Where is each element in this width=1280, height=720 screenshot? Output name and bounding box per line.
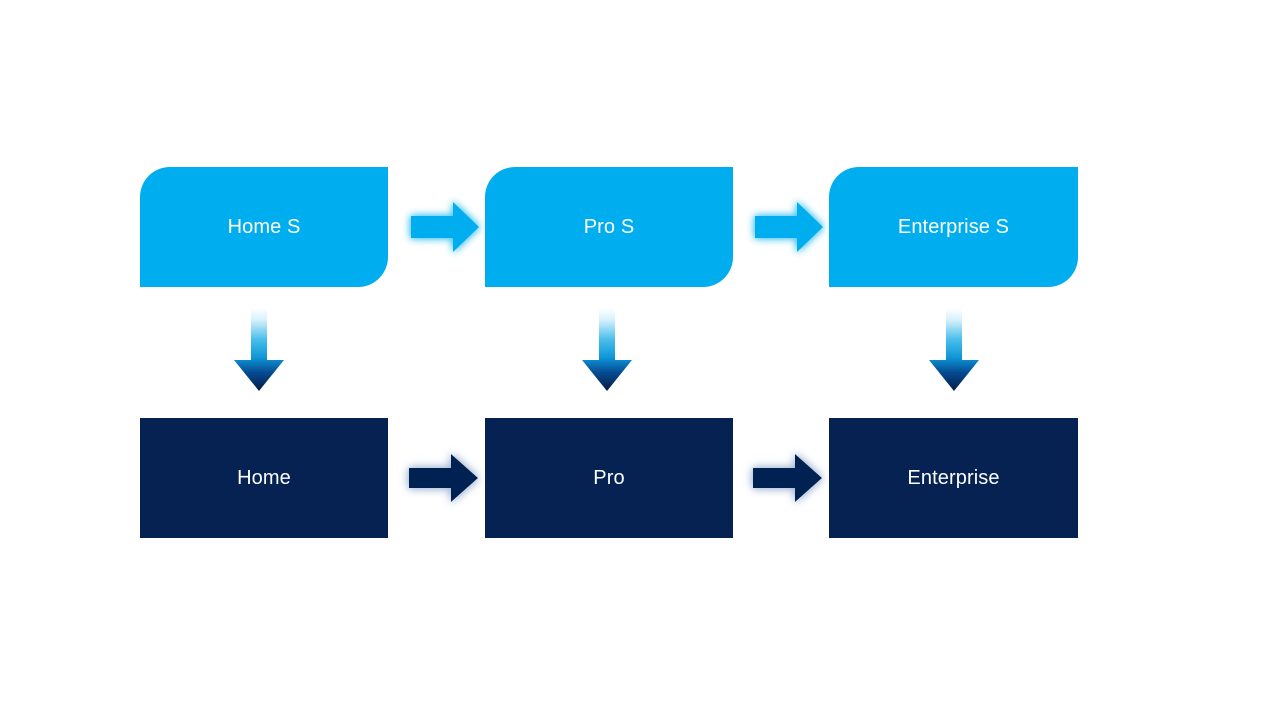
arrow-right-icon-home-to-pro <box>405 451 481 505</box>
arrow-right-icon-home-s-to-pro-s <box>409 200 481 254</box>
arrow-down-icon-home-s-to-home <box>232 308 286 392</box>
node-home-label: Home <box>237 467 291 489</box>
node-enterprise-label: Enterprise <box>907 467 1000 489</box>
arrow-right-icon-pro-s-to-enterprise-s <box>753 200 825 254</box>
node-enterprise-s[interactable]: Enterprise S <box>829 167 1078 287</box>
node-pro[interactable]: Pro <box>485 418 733 538</box>
arrow-down-icon-enterprise-s-to-enterprise <box>927 308 981 392</box>
node-home-s-label: Home S <box>227 216 301 238</box>
node-enterprise[interactable]: Enterprise <box>829 418 1078 538</box>
arrow-down-icon-pro-s-to-pro <box>580 308 634 392</box>
node-pro-s-label: Pro S <box>583 216 635 238</box>
node-pro-s[interactable]: Pro S <box>485 167 733 287</box>
node-home-s[interactable]: Home S <box>140 167 388 287</box>
arrow-right-icon-pro-to-enterprise <box>749 451 825 505</box>
node-home[interactable]: Home <box>140 418 388 538</box>
node-enterprise-s-label: Enterprise S <box>897 216 1010 238</box>
node-pro-label: Pro <box>593 467 625 489</box>
